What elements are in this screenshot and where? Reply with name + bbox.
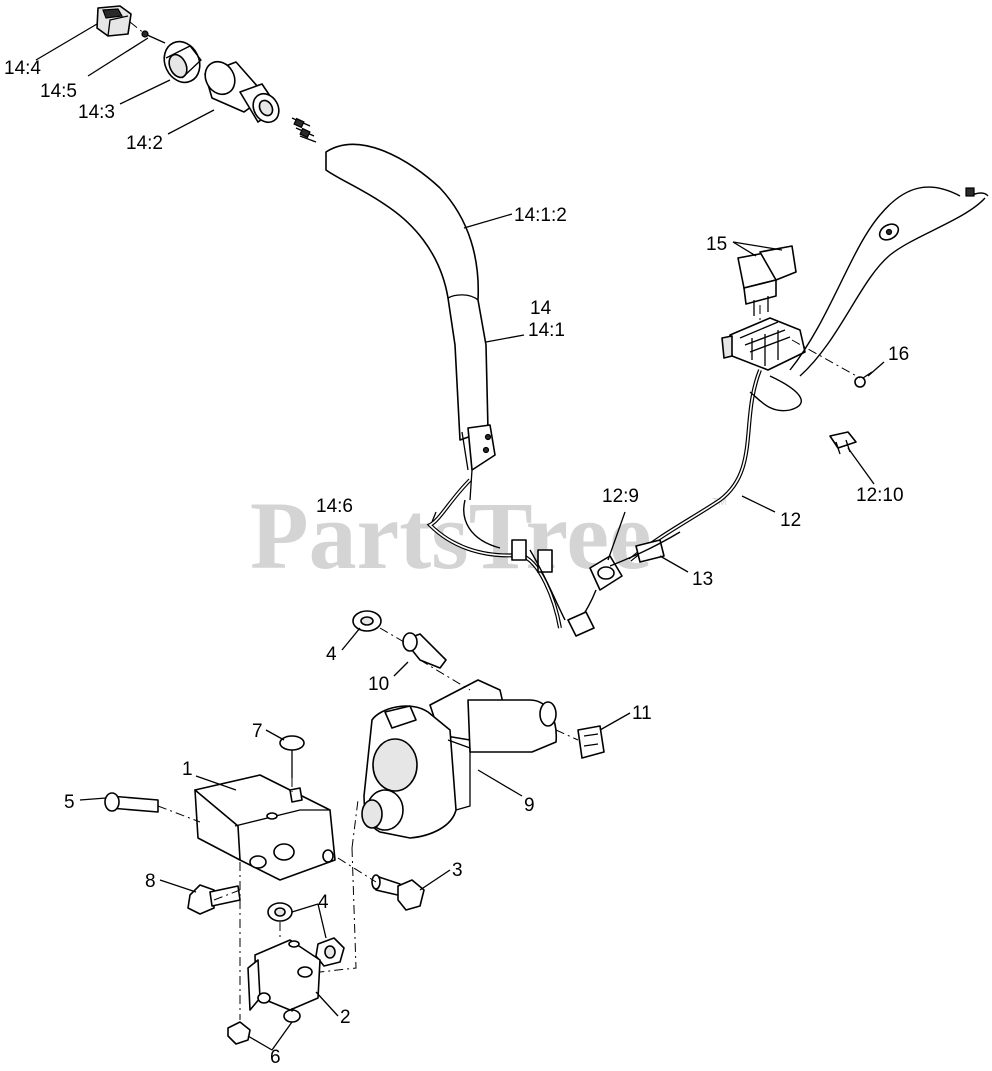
- callout-15: 15: [706, 234, 727, 255]
- callout-14-6: 14:6: [316, 496, 353, 517]
- part-14-5-screw: [141, 30, 166, 44]
- callout-14-5: 14:5: [40, 81, 77, 102]
- part-14-3-bezel: [163, 40, 202, 84]
- callout-12: 12: [780, 510, 801, 531]
- callout-14-3: 14:3: [78, 102, 115, 123]
- callout-9: 9: [524, 795, 535, 816]
- callout-14: 14: [530, 298, 552, 319]
- part-14-6-harness: [426, 478, 566, 629]
- callout-12-9: 12:9: [602, 486, 639, 507]
- part-14-2-housing: [204, 60, 280, 124]
- part-12-harness: [628, 369, 802, 562]
- callout-14-1: 14:1: [528, 320, 565, 341]
- callout-10: 10: [368, 674, 389, 695]
- callout-8: 8: [145, 871, 156, 892]
- part-15-relay: [737, 245, 797, 316]
- callout-4-lower: 4: [318, 892, 329, 913]
- part-4-nut-lower: [267, 902, 345, 967]
- part-10-pin: [402, 632, 447, 669]
- part-13-tie: [609, 531, 681, 567]
- callout-labels: 14:4 14:5 14:3 14:2 14:1:2 14 14:1 15 16…: [4, 58, 909, 1068]
- part-4-washer-upper: [352, 610, 382, 632]
- part-1-bracket: [194, 774, 336, 881]
- part-8-bolt: [187, 884, 241, 915]
- callout-14-4: 14:4: [4, 58, 41, 79]
- callout-2: 2: [340, 1007, 351, 1028]
- part-16-screw: [854, 371, 873, 388]
- ground-wire: [789, 186, 989, 377]
- part-11-clip: [577, 725, 605, 759]
- callout-6: 6: [270, 1047, 281, 1068]
- callout-11: 11: [632, 703, 652, 724]
- callout-7: 7: [252, 721, 263, 742]
- part-2-bracket: [247, 939, 321, 1011]
- part-14-4-switch: [96, 5, 132, 37]
- part-9-actuator: [361, 679, 557, 839]
- part-6-nuts: [227, 1009, 301, 1045]
- part-5-bolt: [104, 792, 159, 813]
- callout-13: 13: [692, 569, 713, 590]
- callout-3: 3: [452, 860, 463, 881]
- callout-14-1-2: 14:1:2: [514, 205, 567, 226]
- callout-4-upper: 4: [326, 644, 337, 665]
- callout-5: 5: [64, 792, 75, 813]
- callout-1: 1: [182, 759, 193, 780]
- leader-lines: [35, 23, 885, 1051]
- callout-16: 16: [888, 344, 909, 365]
- part-3-bolt: [371, 874, 425, 911]
- switch-connectors: [291, 117, 317, 143]
- part-14-1-handle: [325, 143, 496, 501]
- watermark: PartsTree: [250, 482, 652, 589]
- relay-socket: [721, 317, 806, 371]
- part-12-10-fuse: [829, 431, 857, 455]
- part-7-rivet: [279, 735, 305, 778]
- assembly-lines: [129, 21, 861, 1020]
- callout-14-2: 14:2: [126, 133, 163, 154]
- callout-12-10: 12:10: [856, 485, 904, 506]
